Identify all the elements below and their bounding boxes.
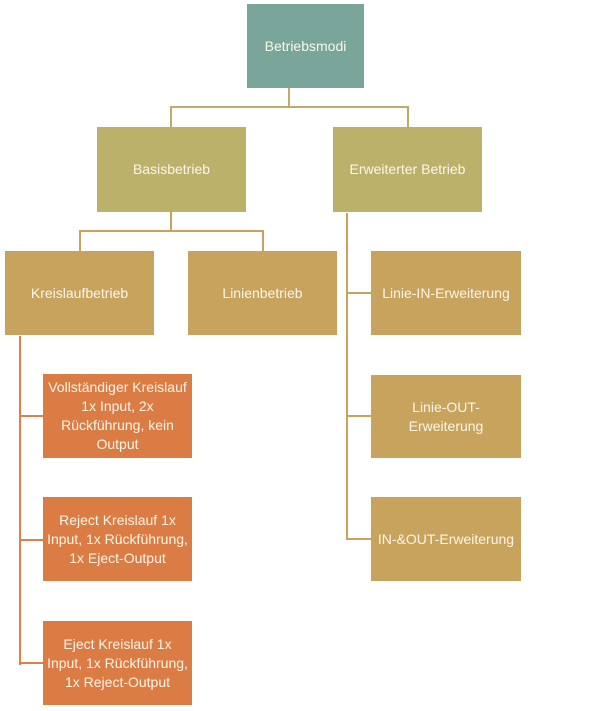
node-linie-out-erweiterung: Linie-OUT-Erweiterung	[371, 375, 521, 458]
connector-to-vollstaendig	[19, 415, 43, 417]
node-label: IN-&OUT-Erweiterung	[377, 530, 515, 547]
node-label: Betriebsmodi	[264, 37, 347, 54]
connector-basis-down	[170, 212, 172, 232]
node-label: Vollständiger Kreislauf 1x Input, 2x Rüc…	[48, 379, 187, 452]
node-betriebsmodi: Betriebsmodi	[247, 4, 364, 88]
node-label: Linienbetrieb	[222, 284, 303, 301]
node-label: Linie-OUT-Erweiterung	[408, 398, 484, 434]
connector-to-eject	[19, 662, 43, 664]
connector-to-linie-out	[346, 415, 371, 417]
node-vollstaendiger-kreislauf: Vollständiger Kreislauf 1x Input, 2x Rüc…	[43, 374, 192, 458]
connector-basis-horizontal	[79, 230, 264, 232]
node-kreislaufbetrieb: Kreislaufbetrieb	[5, 251, 154, 335]
connector-root-horizontal	[170, 106, 409, 108]
node-eject-kreislauf: Eject Kreislauf 1x Input, 1x Rückführung…	[43, 621, 192, 705]
connector-to-linie-in	[346, 292, 371, 294]
node-basisbetrieb: Basisbetrieb	[97, 127, 246, 212]
connector-to-basis	[170, 106, 172, 127]
node-linie-in-erweiterung: Linie-IN-Erweiterung	[371, 251, 521, 335]
connector-to-in-out	[346, 538, 371, 540]
node-label: Linie-IN-Erweiterung	[382, 284, 510, 301]
node-linienbetrieb: Linienbetrieb	[188, 251, 337, 335]
connector-root-down	[288, 88, 290, 108]
connector-to-kreislauf	[79, 230, 81, 251]
node-label: Eject Kreislauf 1x Input, 1x Rückführung…	[47, 635, 188, 690]
node-reject-kreislauf: Reject Kreislauf 1x Input, 1x Rückführun…	[43, 497, 192, 581]
connector-erweitert-vertical	[346, 213, 348, 540]
connector-to-erweitert	[407, 106, 409, 127]
node-in-out-erweiterung: IN-&OUT-Erweiterung	[371, 497, 521, 581]
node-label: Kreislaufbetrieb	[30, 284, 129, 301]
node-label: Erweiterter Betrieb	[349, 161, 466, 177]
node-label: Reject Kreislauf 1x Input, 1x Rückführun…	[47, 511, 188, 566]
node-label: Basisbetrieb	[132, 161, 211, 177]
connector-to-linien	[262, 230, 264, 251]
node-erweiterter-betrieb: Erweiterter Betrieb	[333, 127, 482, 212]
connector-kreislauf-vertical	[19, 336, 21, 665]
connector-to-reject	[19, 539, 43, 541]
